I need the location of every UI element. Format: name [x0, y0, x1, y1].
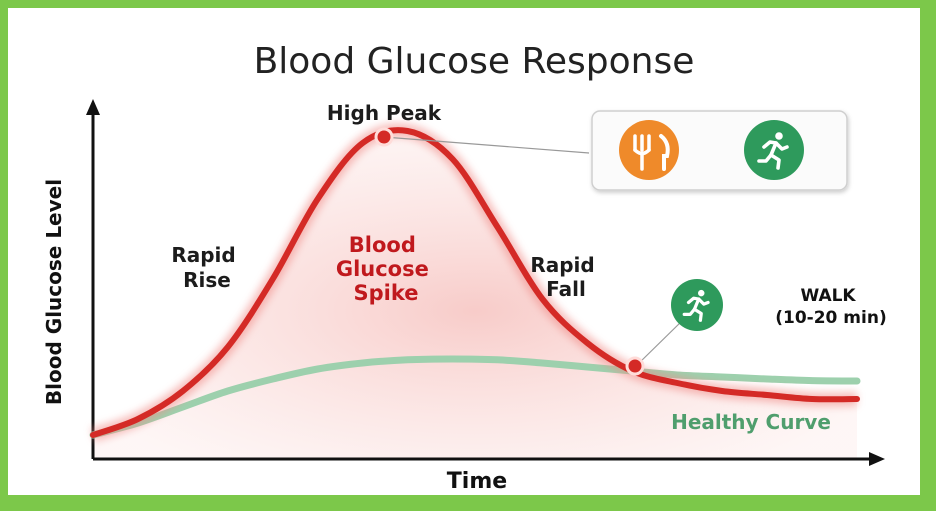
y-axis-arrow	[86, 99, 100, 115]
walk-point-marker	[625, 356, 645, 376]
chart-frame: Blood Glucose Response Blood Glucose Lev…	[8, 8, 920, 495]
walk-connector-line	[635, 317, 686, 367]
spike-label: Blood Glucose Spike	[336, 233, 436, 305]
peak-connector-line	[383, 136, 590, 154]
series-spike-line	[90, 127, 860, 438]
walk-label: WALK (10-20 min)	[775, 286, 886, 328]
healthy-curve-label: Healthy Curve	[671, 410, 831, 434]
walk-running-icon	[671, 279, 723, 331]
rapid-rise-label: Rapid Rise	[171, 243, 242, 292]
series-healthy-line	[89, 355, 861, 439]
peak-marker	[374, 127, 394, 147]
y-axis-label: Blood Glucose Level	[42, 179, 66, 405]
x-axis-arrow	[869, 452, 885, 466]
high-peak-label: High Peak	[327, 101, 442, 125]
x-axis-label: Time	[447, 469, 507, 492]
running-person-icon	[744, 120, 804, 180]
rapid-fall-label: Rapid Fall	[530, 253, 601, 301]
fork-knife-icon	[619, 120, 679, 180]
glucose-chart: Blood Glucose Response Blood Glucose Lev…	[42, 41, 887, 492]
chart-title: Blood Glucose Response	[254, 41, 695, 82]
